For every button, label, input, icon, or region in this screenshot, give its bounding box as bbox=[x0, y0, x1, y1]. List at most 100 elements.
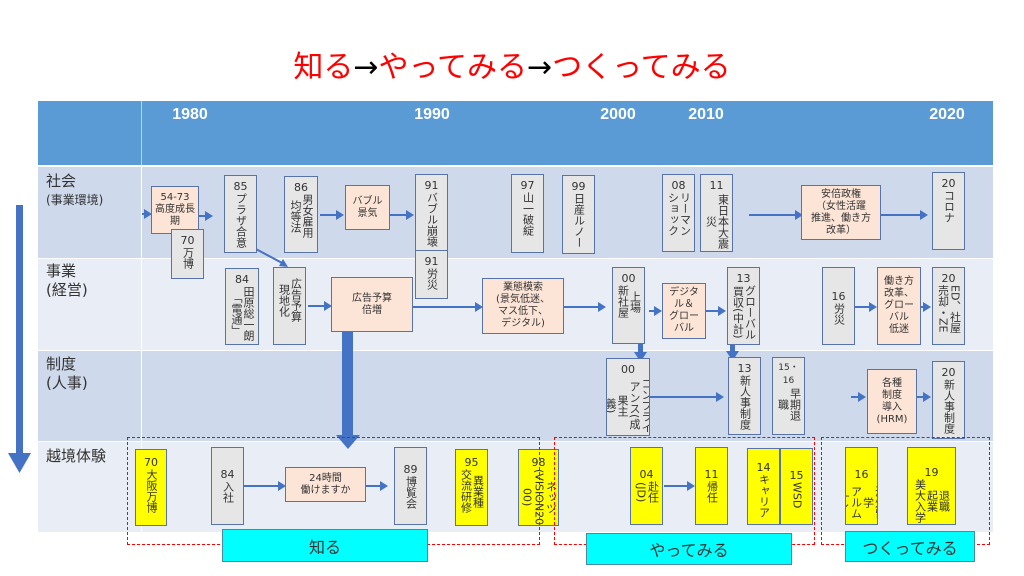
row-cross-experience bbox=[38, 441, 993, 532]
year: 13 bbox=[737, 362, 752, 375]
down-arrow-icon bbox=[634, 335, 647, 362]
arrow bbox=[366, 481, 388, 491]
event-text: リーマン ショック bbox=[666, 192, 692, 236]
diagonal-arrow-icon bbox=[253, 247, 288, 267]
year-header bbox=[38, 101, 993, 165]
event-text: 東日本大震災 bbox=[704, 194, 730, 249]
arrow bbox=[851, 392, 866, 402]
event-text: 上場 新社屋 bbox=[616, 285, 642, 318]
year: 84 bbox=[220, 468, 235, 481]
event-text: ED、社屋 売却・ZE bbox=[936, 285, 962, 334]
event-earthquake: 11 東日本大震災 bbox=[700, 174, 733, 252]
year-label: 2010 bbox=[688, 106, 724, 123]
event-compliance: 00 コンプライ アンス(成果主 義) bbox=[606, 358, 650, 436]
year: 13 bbox=[736, 272, 751, 285]
divider bbox=[141, 351, 142, 441]
year: 70 bbox=[180, 234, 195, 247]
phase-frame-try bbox=[554, 437, 815, 545]
down-arrow-icon bbox=[336, 331, 360, 449]
phase-label-try: やってみる bbox=[586, 533, 792, 565]
year-label: 2020 bbox=[929, 106, 965, 123]
event-text: 万博 bbox=[181, 247, 195, 269]
event-text: WSD bbox=[790, 482, 804, 509]
year-label: 2000 bbox=[600, 106, 636, 123]
arrow bbox=[881, 210, 928, 220]
year: 89 bbox=[403, 463, 418, 476]
year: 70 bbox=[144, 456, 158, 469]
event-text: 入社 bbox=[221, 481, 235, 503]
event-text: 新人事制度 bbox=[942, 379, 956, 434]
row-label-society: 社会(事業環境) bbox=[46, 172, 103, 210]
year-label: 1980 bbox=[172, 106, 208, 123]
year: 95 bbox=[464, 456, 479, 469]
year: 14 bbox=[756, 461, 771, 474]
year: 20 bbox=[941, 366, 956, 379]
sublabel: (人事) bbox=[46, 374, 88, 392]
year: 85 bbox=[233, 180, 248, 193]
year: 16 bbox=[854, 468, 869, 481]
arrow bbox=[921, 302, 931, 312]
year-label: 1990 bbox=[414, 106, 450, 123]
year: 20 bbox=[941, 272, 956, 285]
year: 16 bbox=[831, 290, 846, 303]
event-ad-localization: 広告予算 現地化 bbox=[273, 267, 306, 345]
arrow bbox=[706, 306, 726, 316]
year: 04 bbox=[639, 468, 654, 481]
label: 事業 bbox=[46, 262, 77, 280]
event-text: 労災 bbox=[832, 303, 846, 325]
year: 97 bbox=[520, 179, 535, 192]
event-text: プラザ合意 bbox=[234, 193, 248, 248]
arrow bbox=[649, 306, 662, 316]
arrow bbox=[413, 302, 483, 312]
event-text: キャリア bbox=[757, 474, 771, 518]
event-text: 帰任 bbox=[705, 481, 719, 503]
event-work-reform: 働き方 改革、 グロー バル 低迷 bbox=[877, 267, 921, 345]
year: 15・16 bbox=[778, 363, 799, 386]
event-text: コロナ bbox=[942, 190, 956, 223]
event-text: 山一破綻 bbox=[521, 192, 535, 236]
event-text: コンプライ アンス(成果主 義) bbox=[606, 378, 650, 433]
event-text: 田原総一朗 「電通」 bbox=[230, 286, 255, 341]
event-digital-global: デジタ ル＆ グロー バル bbox=[662, 283, 706, 339]
event-text: 広告予算 現地化 bbox=[277, 278, 303, 322]
year: 19 bbox=[924, 466, 939, 479]
event-text: 早期退 職 bbox=[776, 388, 802, 421]
event-ad-double: 広告予算 倍増 bbox=[331, 277, 413, 332]
title-arrow: → bbox=[527, 50, 553, 85]
event-text: 異業種 交流研修 bbox=[459, 469, 485, 513]
event-business-search: 業態模索 (景気低迷、 マス低下、 デジタル) bbox=[482, 278, 564, 334]
phase-label-make: つくってみる bbox=[845, 531, 975, 562]
year: 84 bbox=[235, 273, 249, 286]
arrow-line bbox=[749, 210, 803, 220]
event-high-growth: 54-73 高度成長期 bbox=[151, 186, 199, 234]
title-part-make: つくってみる bbox=[552, 50, 731, 85]
year: 00 bbox=[621, 363, 635, 376]
event-bubble: バブル 景気 bbox=[345, 185, 390, 230]
phase-frame-make bbox=[821, 437, 990, 545]
label: 社会 bbox=[46, 172, 77, 190]
year: 11 bbox=[709, 179, 724, 192]
event-text: 海外留学 アルムナイ bbox=[846, 486, 877, 519]
sublabel: (経営) bbox=[46, 281, 88, 299]
